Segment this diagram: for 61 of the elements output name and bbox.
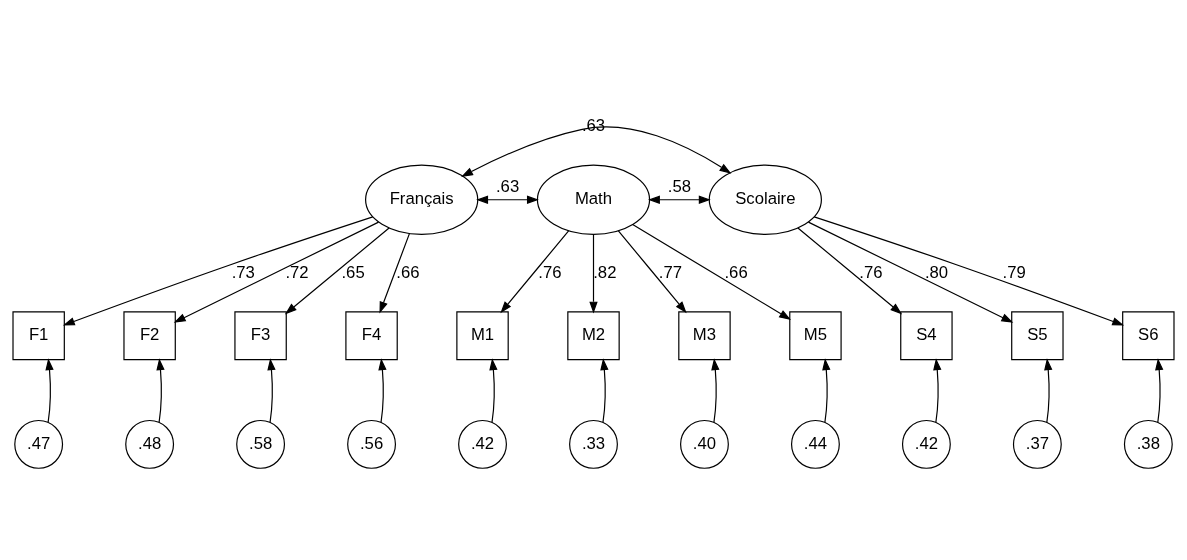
arrow [813, 216, 1125, 326]
node-circle: .47 [14, 419, 64, 469]
arrow [632, 223, 792, 320]
node-box: M3 [678, 311, 731, 361]
edge-label: .65 [341, 262, 365, 282]
edge-label: .58 [667, 176, 692, 196]
node-box: S4 [900, 311, 953, 361]
edge-label: .73 [231, 262, 255, 282]
node-circle: .56 [347, 419, 397, 469]
arrow [822, 358, 831, 423]
arrow [500, 230, 570, 314]
arrow [476, 195, 539, 204]
arrow [378, 358, 387, 423]
arrow [379, 233, 411, 314]
node-circle: .58 [236, 419, 286, 469]
edge-label: .82 [593, 262, 617, 282]
edge-label: .72 [285, 262, 309, 282]
arrow [797, 227, 903, 315]
arrow [647, 195, 711, 204]
arrow [173, 221, 380, 323]
node-box: S6 [1122, 311, 1175, 361]
node-circle: .40 [680, 419, 729, 469]
arrow [461, 126, 732, 177]
node-circle: .48 [125, 419, 175, 469]
node-box: S5 [1011, 311, 1064, 361]
edge-label: .80 [924, 262, 949, 282]
edge-label: .66 [396, 262, 420, 282]
node-circle: .42 [901, 419, 951, 469]
arrow [711, 358, 720, 423]
node-box: F3 [234, 311, 287, 361]
edge-label: .76 [538, 262, 562, 282]
arrow [589, 234, 598, 314]
edge-label: .63 [495, 176, 520, 196]
node-box: F1 [12, 311, 65, 361]
node-circle: .33 [569, 419, 618, 469]
node-circle: .37 [1012, 419, 1062, 469]
node-circle: .42 [458, 419, 507, 469]
node-ellipse: Math [536, 164, 651, 235]
arrow [284, 227, 390, 315]
arrow [45, 358, 54, 423]
node-circle: .44 [790, 419, 840, 469]
edge-label: .79 [1002, 262, 1026, 282]
node-circle: .38 [1123, 419, 1173, 469]
arrow [933, 358, 942, 423]
arrow [807, 221, 1014, 323]
arrow [156, 358, 165, 423]
arrow [62, 216, 374, 326]
edge-label: .76 [859, 262, 883, 282]
arrow [489, 358, 498, 423]
node-box: M1 [456, 311, 509, 361]
arrow [1155, 358, 1164, 423]
node-box: F4 [345, 311, 398, 361]
arrow [617, 230, 687, 314]
edge-label: .77 [658, 262, 683, 282]
arrow [600, 358, 609, 423]
edge-label: .66 [724, 262, 748, 282]
arrow [1044, 358, 1053, 423]
node-box: M2 [567, 311, 620, 361]
node-box: M5 [789, 311, 842, 361]
node-box: F2 [123, 311, 176, 361]
arrow [267, 358, 276, 423]
